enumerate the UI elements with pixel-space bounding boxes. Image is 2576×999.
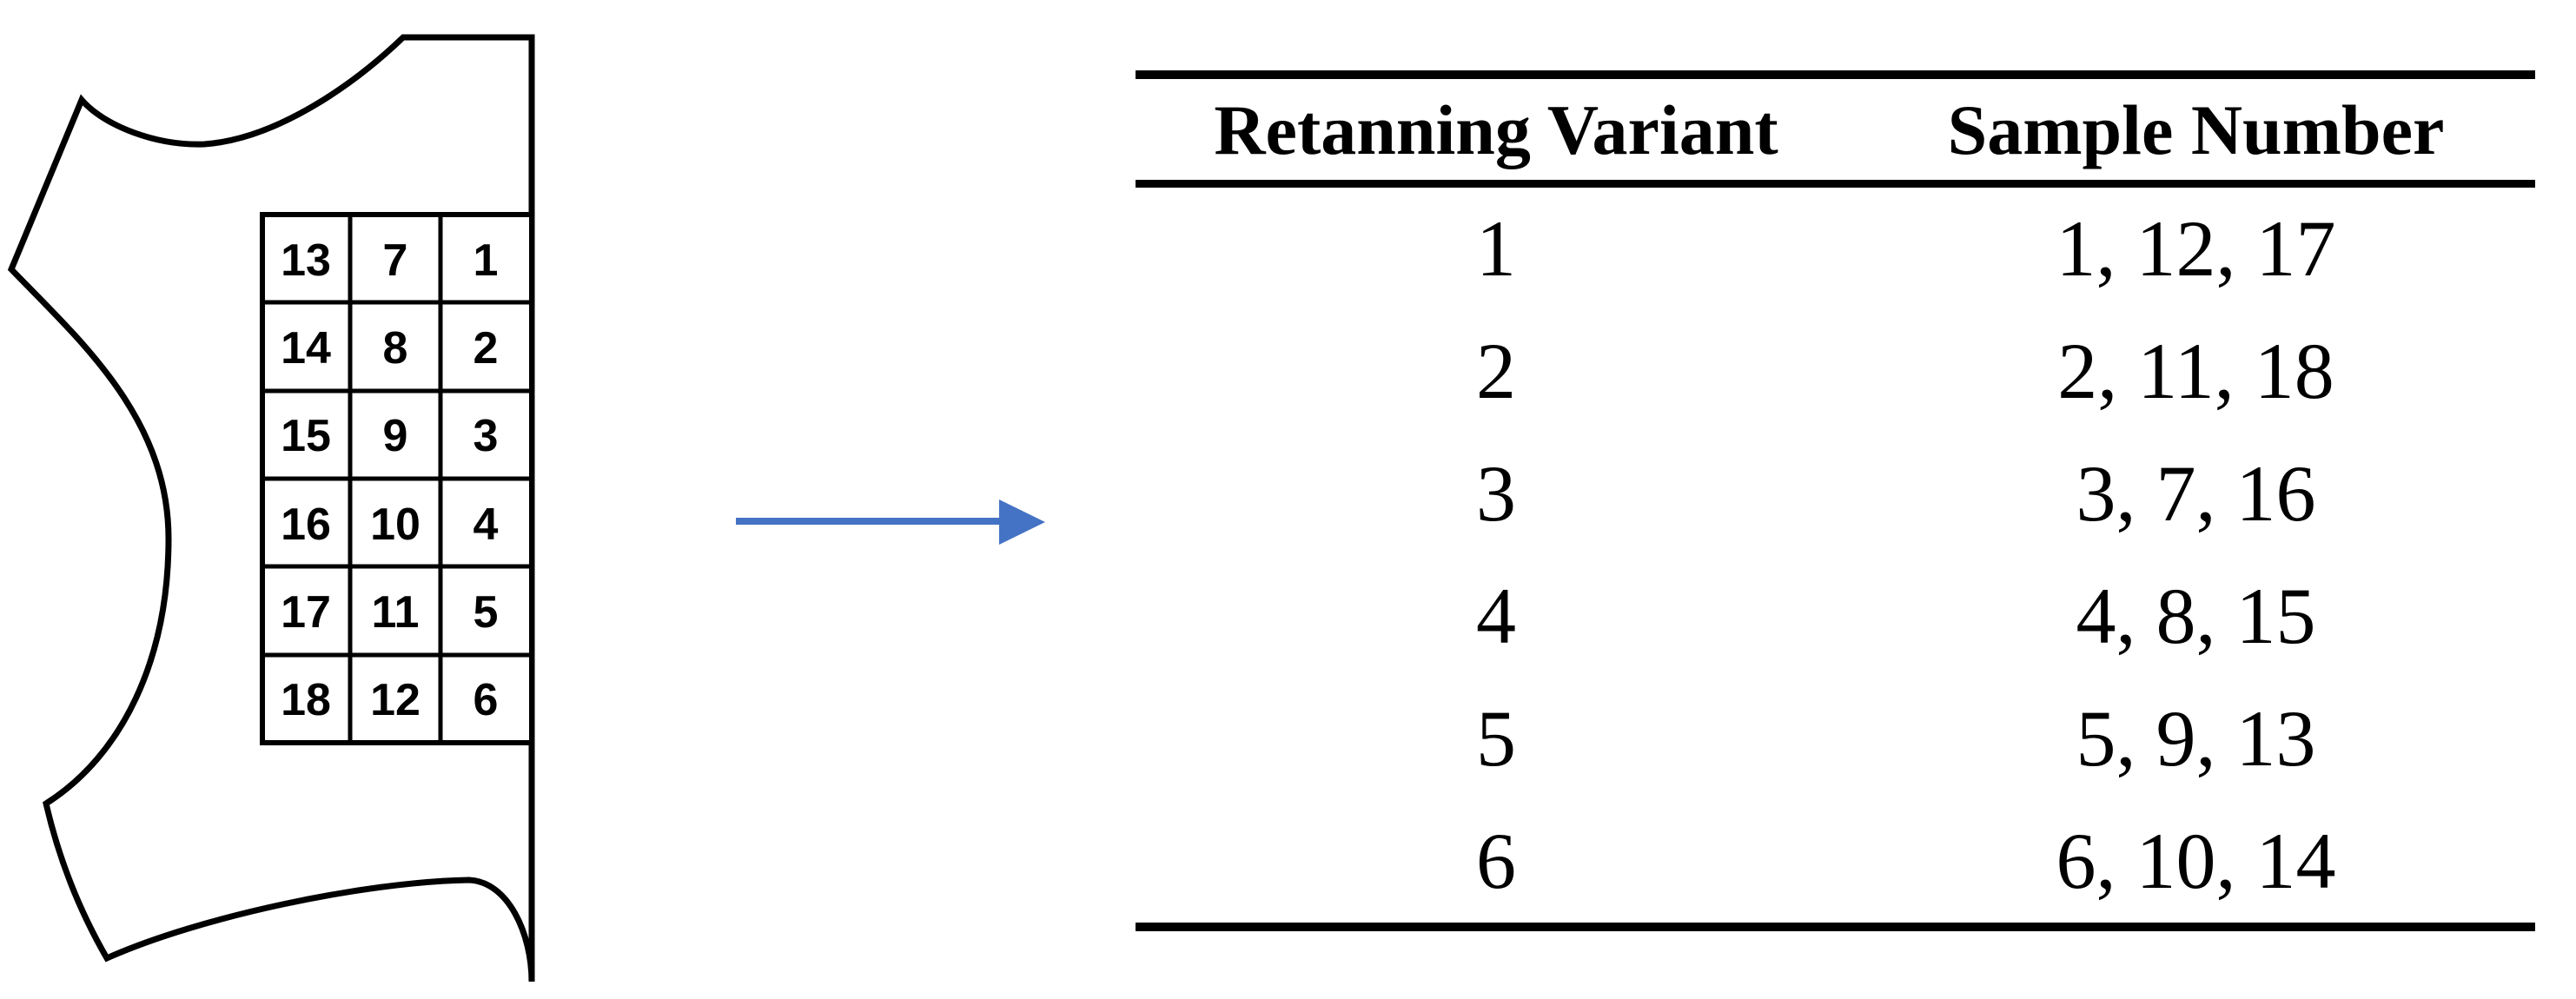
sample-grid xyxy=(260,212,534,745)
grid-cell-number: 3 xyxy=(473,411,499,461)
variant-cell: 3 xyxy=(1476,448,1516,538)
grid-cell-number: 14 xyxy=(281,323,331,374)
table-row: 6 6, 10, 14 xyxy=(1136,799,2535,922)
samples-cell: 5, 9, 13 xyxy=(2076,693,2316,783)
grid-cell-number: 12 xyxy=(370,675,421,725)
header-retanning-variant: Retanning Variant xyxy=(1214,90,1778,169)
table-row: 5 5, 9, 13 xyxy=(1136,677,2535,799)
grid-cell-number: 4 xyxy=(473,500,499,550)
samples-cell: 6, 10, 14 xyxy=(2056,816,2336,905)
grid-cell-number: 16 xyxy=(281,500,331,550)
grid-cell-number: 7 xyxy=(383,235,408,286)
variant-cell: 6 xyxy=(1476,816,1516,905)
grid-cell-number: 18 xyxy=(281,675,331,725)
grid-cell-number: 9 xyxy=(383,411,408,461)
grid-cell-number: 8 xyxy=(383,323,408,374)
grid-cell-number: 15 xyxy=(281,411,331,461)
table-header-row: Retanning Variant Sample Number xyxy=(1136,87,2535,174)
table-body: 1 1, 12, 17 2 2, 11, 18 3 3, 7, 16 4 4, … xyxy=(1136,187,2535,922)
grid-cell-number: 6 xyxy=(473,675,499,725)
variant-cell: 2 xyxy=(1476,326,1516,415)
grid-cell-number: 5 xyxy=(473,587,499,638)
variant-cell: 4 xyxy=(1476,571,1516,660)
samples-cell: 3, 7, 16 xyxy=(2076,448,2316,538)
table-header-rule xyxy=(1136,180,2535,188)
grid-cell-number: 13 xyxy=(281,235,331,286)
flow-arrow xyxy=(736,500,1045,545)
grid-cell-number: 1 xyxy=(473,235,499,286)
table-row: 3 3, 7, 16 xyxy=(1136,432,2535,554)
table-bottom-rule xyxy=(1136,923,2535,931)
variant-cell: 5 xyxy=(1476,693,1516,783)
table-row: 1 1, 12, 17 xyxy=(1136,187,2535,309)
table-row: 4 4, 8, 15 xyxy=(1136,554,2535,677)
samples-cell: 2, 11, 18 xyxy=(2057,326,2334,415)
header-sample-number: Sample Number xyxy=(1947,90,2445,169)
arrow-head xyxy=(999,500,1045,545)
table-row: 2 2, 11, 18 xyxy=(1136,309,2535,432)
samples-cell: 1, 12, 17 xyxy=(2056,203,2336,293)
samples-cell: 4, 8, 15 xyxy=(2076,571,2316,660)
grid-cell-number: 2 xyxy=(473,323,499,374)
grid-cell-number: 10 xyxy=(370,500,421,550)
variant-cell: 1 xyxy=(1476,203,1516,293)
assignment-table: Retanning Variant Sample Number 1 1, 12,… xyxy=(1136,0,2535,999)
table-top-rule xyxy=(1136,70,2535,79)
grid-cell-number: 17 xyxy=(281,587,331,638)
grid-cell-number: 11 xyxy=(372,587,420,638)
